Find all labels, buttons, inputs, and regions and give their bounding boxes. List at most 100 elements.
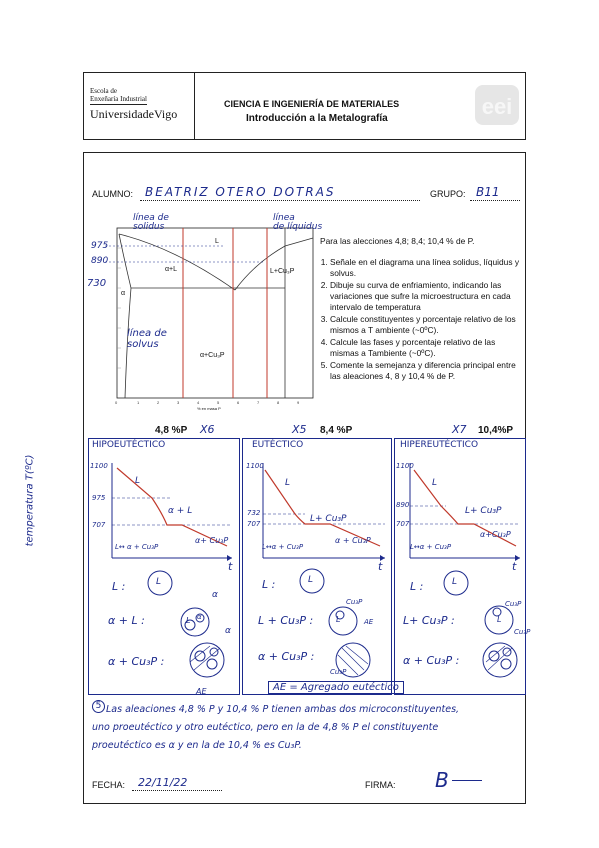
region-L: L: [215, 238, 219, 245]
instruction-1: Señale en el diagrama una línea solidus,…: [330, 257, 524, 279]
col1-r3: L↔ α + Cu₃P: [115, 543, 159, 551]
col1-title: 4,8 %P: [155, 425, 188, 436]
school-logo: Escola de Enxeñaría Industrial Universid…: [84, 73, 195, 139]
region-alpha: α: [121, 290, 126, 297]
comment-number: 5: [92, 700, 105, 713]
col2-micro-label-3: L: [336, 615, 341, 624]
col3-t: t: [512, 560, 517, 573]
col1-box: [88, 438, 240, 695]
col3-teut: 707: [396, 520, 410, 528]
course-title: CIENCIA E INGENIERÍA DE MATERIALES: [224, 99, 400, 109]
svg-text:2: 2: [157, 400, 160, 405]
col3-micro-label-3: L: [497, 615, 502, 624]
eei-logo: eei: [473, 81, 521, 129]
micro-drawings: [0, 560, 599, 700]
temp-890: 890: [91, 256, 109, 266]
col1-r1: L: [135, 476, 141, 486]
col1-micro-label-2: α: [212, 590, 218, 600]
date-underline: [132, 790, 222, 791]
col3-micro-label-2: Cu₃P: [505, 600, 522, 608]
col1-micro-label-5: α: [225, 626, 231, 636]
col1-micro-2: α + L :: [108, 614, 145, 627]
col2-r1: L: [285, 478, 291, 488]
instructions-intro: Para las alecciones 4,8; 8,4; 10,4 % de …: [320, 236, 475, 246]
svg-text:1: 1: [137, 400, 140, 405]
temperature-axis-label: temperatura T(ºC): [24, 454, 36, 547]
comment-line2: uno proeutéctico y otro eutéctico, pero …: [92, 722, 439, 733]
comment-line3: proeutéctico es α y en la de 10,4 % es C…: [92, 740, 302, 751]
svg-text:4: 4: [197, 400, 200, 405]
svg-text:7: 7: [257, 400, 260, 405]
col2-teut: 707: [247, 520, 261, 528]
student-label: ALUMNO:: [92, 189, 134, 199]
col2-micro-label-1: L: [308, 575, 314, 585]
col3-micro-3: α + Cu₃P :: [403, 654, 460, 667]
solidus-label: línea de solidus: [133, 213, 169, 232]
svg-text:3: 3: [177, 400, 180, 405]
header-box: Escola de Enxeñaría Industrial Universid…: [83, 72, 526, 140]
col1-curve: [92, 458, 237, 568]
col1-micro-3: α + Cu₃P :: [108, 655, 165, 668]
col3-r1: L: [432, 478, 438, 488]
ae-definition: AE = Agregado eutéctico: [268, 681, 404, 694]
col1-r4: α+ Cu₃P: [195, 536, 229, 545]
group-label: GRUPO:: [430, 189, 466, 199]
liquidus-label: línea de líquidus: [273, 213, 323, 232]
col3-ttop: 890: [396, 501, 410, 509]
col3-title: 10,4%P: [478, 425, 514, 436]
col2-ttop: 732: [247, 509, 261, 517]
region-L-Cu3P: L+Cu₃P: [270, 268, 295, 275]
instruction-5: Comente la semejanza y diferencia princi…: [330, 360, 524, 382]
svg-text:9: 9: [297, 400, 300, 405]
col2-curve: [245, 458, 390, 568]
student-underline: [140, 200, 420, 201]
col2-r4: α + Cu₃P: [335, 536, 371, 545]
col3-r4: α+Cu₃P: [480, 530, 511, 539]
col1-micro-1: L :: [112, 580, 126, 593]
signature: B: [435, 768, 449, 792]
col2-top: 1100: [246, 462, 264, 470]
col2-mark: X5: [292, 423, 307, 436]
col3-micro-1: L :: [410, 580, 424, 593]
instruction-2: Dibuje su curva de enfriamiento, indican…: [330, 280, 524, 313]
university-name: UniversidadeVigo: [90, 107, 178, 121]
temp-975: 975: [91, 241, 109, 251]
col3-micro-label-4: Cu₃P: [514, 628, 531, 636]
svg-text:0: 0: [115, 400, 118, 405]
svg-text:5: 5: [217, 400, 220, 405]
col1-type: HIPOEUTÉCTICO: [92, 440, 166, 450]
instruction-4: Calcule las fases y porcentaje relativo …: [330, 337, 524, 359]
col2-type: EUTÉCTICO: [252, 440, 304, 450]
col2-t: t: [378, 560, 383, 573]
school-line2: Enxeñaría Industrial: [90, 95, 147, 105]
col1-t: t: [228, 560, 233, 573]
col1-mark: X6: [200, 423, 215, 436]
col1-micro-label-3: L: [186, 616, 191, 625]
svg-text:6: 6: [237, 400, 240, 405]
col3-micro-2: L+ Cu₃P :: [403, 614, 455, 627]
school-line1: Escola de: [90, 87, 118, 95]
col1-r2: α + L: [168, 506, 193, 516]
col3-mark: X7: [452, 423, 467, 436]
region-alpha-Cu3P: α+Cu₃P: [200, 352, 225, 359]
col2-micro-label-ae: AE: [364, 618, 374, 626]
group-value: B11: [476, 185, 500, 199]
solvus-label: línea de solvus: [127, 328, 167, 350]
signature-stroke: [452, 780, 482, 781]
date-value: 22/11/22: [138, 776, 188, 789]
col3-r2: L+ Cu₃P: [465, 506, 502, 516]
col1-ttop: 975: [92, 494, 106, 502]
col2-r2: L+ Cu₃P: [310, 514, 347, 524]
col1-micro-label-4: α: [197, 613, 202, 621]
col3-top: 1100: [396, 462, 414, 470]
region-alpha-L: α+L: [165, 266, 178, 273]
instructions-list: Señale en el diagrama una línea solidus,…: [316, 257, 524, 383]
col2-r3: L↔α + Cu₃P: [262, 543, 304, 551]
group-underline: [470, 200, 520, 201]
sign-label: FIRMA:: [365, 780, 396, 790]
svg-text:eei: eei: [482, 94, 513, 119]
col2-micro-1: L :: [262, 578, 276, 591]
date-label: FECHA:: [92, 780, 126, 790]
